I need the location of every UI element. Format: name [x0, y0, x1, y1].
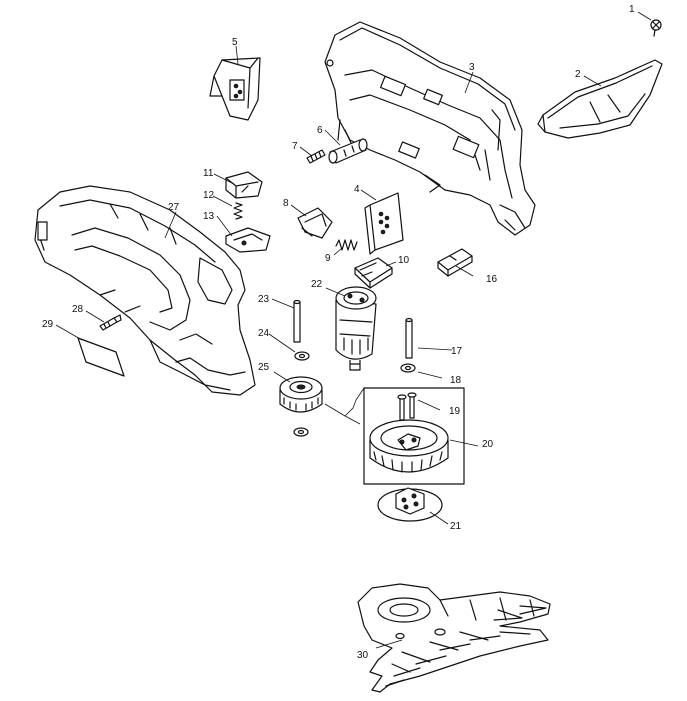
part-3-housing: [324, 21, 536, 236]
part-17-pin: [405, 317, 413, 359]
part-20-crank-gear: [369, 419, 449, 473]
label-part-4: 4: [354, 184, 360, 195]
label-part-20: 20: [482, 439, 494, 450]
label-part-30: 30: [357, 650, 369, 661]
label-part-27: 27: [168, 202, 180, 213]
part-2-cover: [537, 59, 663, 139]
label-part-25: 25: [258, 362, 270, 373]
part-5-switch-plate: [209, 57, 261, 121]
part-labels: 1 2 3 4 5 6 7 8 9 10 11 12 13 16 17 18 1…: [42, 4, 635, 661]
label-part-2: 2: [575, 69, 581, 80]
label-part-6: 6: [317, 125, 323, 136]
label-part-12: 12: [203, 190, 215, 201]
part-24-washer: [294, 351, 310, 361]
label-part-19: 19: [449, 406, 461, 417]
part-18-washer: [400, 363, 416, 373]
label-part-5: 5: [232, 37, 238, 48]
part-23-pin: [293, 299, 301, 343]
part-7-pin: [306, 149, 326, 164]
label-part-23: 23: [258, 294, 270, 305]
label-part-7: 7: [292, 141, 298, 152]
washer-lower: [293, 427, 309, 437]
part-28-screw: [99, 314, 122, 331]
label-part-17: 17: [451, 346, 463, 357]
part-1-screw: [650, 19, 662, 37]
part-19-pins: [397, 392, 417, 421]
label-part-10: 10: [398, 255, 410, 266]
part-6-shaft: [328, 138, 368, 164]
part-30-blade: [357, 583, 551, 693]
part-25-gear: [279, 376, 323, 413]
part-12-spring: [233, 202, 243, 220]
part-10-brush-holder: [354, 257, 393, 289]
label-part-18: 18: [450, 375, 462, 386]
label-part-13: 13: [203, 211, 215, 222]
part-16-block: [437, 248, 473, 277]
part-4-control-board: [364, 192, 404, 255]
part-29-label: [77, 337, 125, 377]
assembly-box-19-20: [324, 387, 465, 485]
part-9-spring: [335, 239, 358, 251]
part-22-motor: [335, 286, 377, 371]
part-27-handle-housing: [34, 185, 256, 396]
label-part-3: 3: [469, 62, 475, 73]
label-part-24: 24: [258, 328, 270, 339]
part-13-lever: [225, 227, 271, 253]
label-part-8: 8: [283, 198, 289, 209]
label-part-1: 1: [629, 4, 635, 15]
label-part-29: 29: [42, 319, 54, 330]
label-part-21: 21: [450, 521, 462, 532]
label-part-22: 22: [311, 279, 323, 290]
part-11-switch: [225, 171, 263, 199]
label-part-28: 28: [72, 304, 84, 315]
part-21-disc: [377, 487, 443, 522]
leader-lines: [55, 11, 652, 649]
label-part-9: 9: [325, 253, 331, 264]
part-8-bracket: [297, 207, 333, 239]
label-part-16: 16: [486, 274, 498, 285]
label-part-11: 11: [203, 168, 214, 179]
